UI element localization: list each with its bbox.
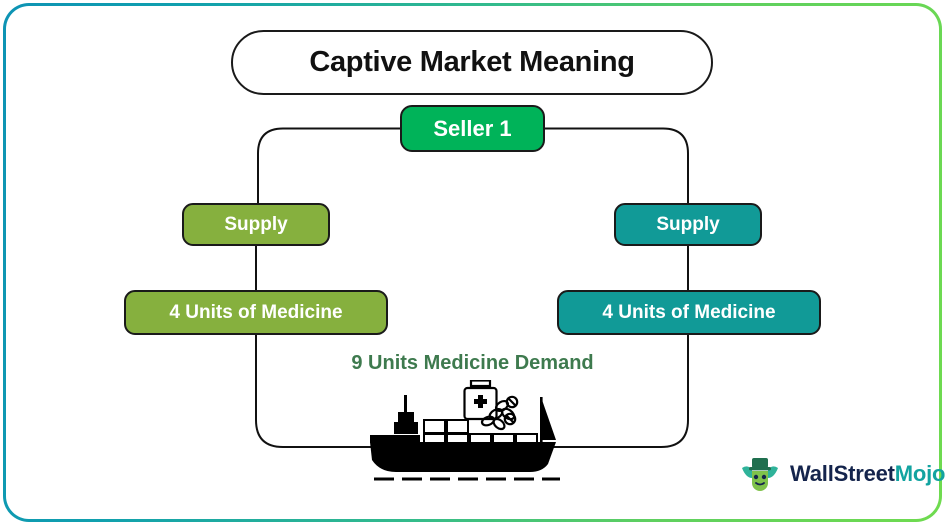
node-units-left[interactable]: 4 Units of Medicine (124, 290, 388, 335)
node-supply-left[interactable]: Supply (182, 203, 330, 246)
node-units-left-label: 4 Units of Medicine (169, 301, 343, 323)
node-units-right-label: 4 Units of Medicine (602, 301, 776, 323)
page-title-text: Captive Market Meaning (309, 46, 635, 78)
demand-caption: 9 Units Medicine Demand (0, 352, 945, 375)
node-units-right[interactable]: 4 Units of Medicine (557, 290, 821, 335)
node-seller[interactable]: Seller 1 (400, 105, 545, 152)
demand-caption-text: 9 Units Medicine Demand (351, 352, 594, 374)
pills-icon (480, 395, 519, 431)
brand-logo-text: WallStreetMojo (790, 461, 945, 487)
wallstreetmojo-mark-icon (742, 458, 778, 491)
brand-primary-text: WallStreet (790, 461, 895, 486)
node-supply-right-label: Supply (656, 213, 720, 235)
cargo-ship-icon (370, 380, 560, 481)
node-seller-label: Seller 1 (433, 115, 512, 141)
brand-secondary-text: Mojo (894, 461, 945, 486)
brand-logo: WallStreetMojo (738, 452, 945, 496)
node-supply-right[interactable]: Supply (614, 203, 762, 246)
node-supply-left-label: Supply (224, 213, 288, 235)
page-title: Captive Market Meaning (231, 30, 713, 95)
